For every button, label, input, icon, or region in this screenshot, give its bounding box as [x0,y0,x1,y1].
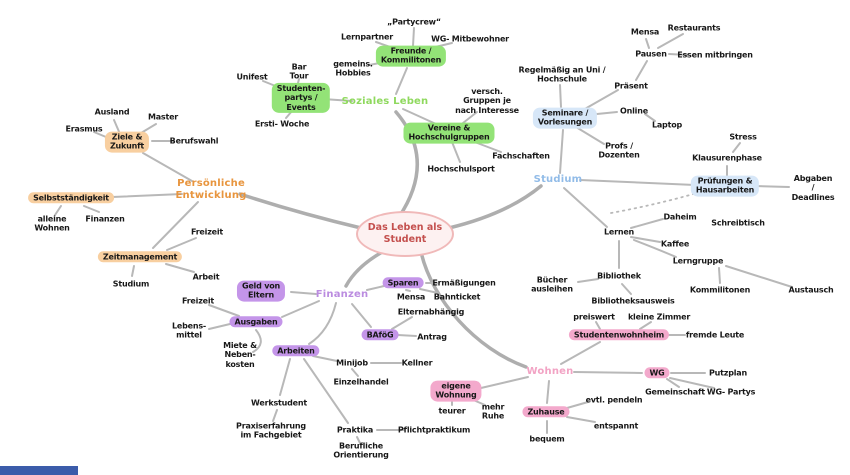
node-austausch: Austausch [788,285,834,295]
node-abgaben-deadlines: Abgaben / Deadlines [791,173,835,202]
branch-label-soziales-leben: Soziales Leben [341,96,429,108]
node-mensa-studium: Mensa [630,27,660,37]
node-gemeinsame-hobbies: gemeins. Hobbies [333,59,373,78]
node-mensa-finanzen: Mensa [396,292,426,302]
node-praesent: Präsent [614,81,648,91]
node-wg: WG [644,367,670,379]
node-zuhause: Zuhause [522,406,570,418]
node-putzplan: Putzplan [708,368,748,378]
node-ausland: Ausland [94,107,130,117]
node-bequem: bequem [529,434,565,444]
node-kommilitonen: Kommilitonen [689,285,751,295]
node-freizeit-finanzen: Freizeit [181,296,215,306]
node-laptop: Laptop [651,120,683,130]
node-minijob: Minijob [336,358,368,368]
node-schreibtisch: Schreibtisch [711,218,765,228]
node-preiswert: preiswert [573,312,615,322]
branch-label-finanzen: Finanzen [315,289,369,301]
node-kleine-zimmer: kleine Zimmer [627,312,691,322]
node-geld-von-eltern: Geld von Eltern [236,280,286,302]
node-seminare-vorlesungen: Seminare / Vorlesungen [532,107,598,129]
node-alleine-wohnen: alleine Wohnen [34,214,70,233]
node-teurer: teurer [438,406,466,416]
node-freunde-kommilitonen: Freunde / Kommilitonen [375,45,447,67]
node-bahnticket: Bahnticket [433,292,481,302]
node-master: Master [147,112,179,122]
node-unifest: Unifest [236,72,268,82]
node-versch-gruppen: versch. Gruppen je nach Interesse [455,86,519,115]
node-sparen: Sparen [382,277,424,289]
node-kellner: Kellner [401,358,433,368]
node-gemeinschaft: Gemeinschaft [645,387,705,397]
node-pflichtpraktikum: Pflichtpraktikum [397,425,471,435]
node-profs-dozenten: Profs / Dozenten [598,141,640,160]
branch-label-studium: Studium [533,174,583,186]
node-berufswahl: Berufswahl [169,136,219,146]
node-bafoeg: BAföG [361,329,399,341]
node-wg-partys: WG- Partys [706,387,756,397]
node-werkstudent: Werkstudent [251,398,307,408]
node-partycrew: „Partycrew“ [387,17,441,27]
node-essen-mitbringen: Essen mitbringen [677,50,753,60]
node-studentenpartys-events: Studenten- partys / Events [271,82,331,114]
node-online: Online [620,106,648,116]
node-vereine-hochschulgruppen: Vereine & Hochschulgruppen [403,122,495,144]
node-evtl-pendeln: evtl. pendeln [585,395,643,405]
node-lernen: Lernen [603,227,635,237]
node-pausen: Pausen [635,49,667,59]
node-lebensmittel: Lebens- mittel [171,321,207,340]
node-regelmaessig-an-uni: Regelmäßig an Uni / Hochschule [518,65,606,84]
node-wg-mitbewohner: WG- Mitbewohner [431,34,509,44]
node-fremde-leute: fremde Leute [685,330,745,340]
node-erasmus: Erasmus [65,124,103,134]
node-ersti-woche: Ersti- Woche [254,119,310,129]
node-antrag: Antrag [417,332,447,342]
branch-label-wohnen: Wohnen [526,366,574,378]
node-buecher-ausleihen: Bücher ausleihen [531,275,573,294]
node-kaffee: Kaffee [660,239,690,249]
node-berufliche-orientierung: Berufliche Orientierung [333,441,389,460]
bottom-ui-fragment [0,466,78,475]
node-mehr-ruhe: mehr Ruhe [481,402,505,421]
center-topic: Das Leben als Student [356,211,454,257]
node-eigene-wohnung: eigene Wohnung [430,380,482,402]
node-klausurenphase: Klausurenphase [692,153,762,163]
node-praktika: Praktika [336,425,374,435]
node-studium-zm: Studium [112,279,150,289]
node-studentenwohnheim: Studentenwohnheim [568,329,670,341]
node-fachschaften: Fachschaften [492,151,550,161]
node-praxiserfahrung: Praxiserfahrung im Fachgebiet [236,421,306,440]
node-selbststaendigkeit: Selbstständigkeit [28,192,114,204]
node-freizeit-zm: Freizeit [190,227,224,237]
node-lerngruppe: Lerngruppe [672,256,724,266]
node-arbeiten: Arbeiten [272,345,320,357]
node-hochschulsport: Hochschulsport [427,164,495,174]
node-elternabhaengig: Elternabhängig [397,307,465,317]
node-finanzen-pe: Finanzen [85,214,125,224]
node-zeitmanagement: Zeitmanagement [97,251,183,263]
node-stress: Stress [729,132,757,142]
node-bibliothek: Bibliothek [597,271,641,281]
node-lernpartner: Lernpartner [341,32,393,42]
node-bibliotheksausweis: Bibliotheksausweis [591,296,675,306]
node-ermaessigungen: Ermäßigungen [432,278,496,288]
node-entspannt: entspannt [593,421,639,431]
branch-label-persoenliche-entwicklung: Persönliche Entwicklung [175,178,247,201]
node-arbeit-zm: Arbeit [192,272,220,282]
node-ausgaben: Ausgaben [229,316,283,328]
node-ziele-zukunft: Ziele & Zukunft [104,131,150,153]
node-pruefungen-hausarbeiten: Prüfungen & Hausarbeiten [690,175,760,197]
node-einzelhandel: Einzelhandel [333,377,389,387]
node-daheim: Daheim [663,212,697,222]
node-miete-nebenkosten: Miete & Neben- kosten [223,340,257,369]
node-bar-tour: Bar Tour [289,62,309,81]
node-restaurants: Restaurants [667,23,721,33]
